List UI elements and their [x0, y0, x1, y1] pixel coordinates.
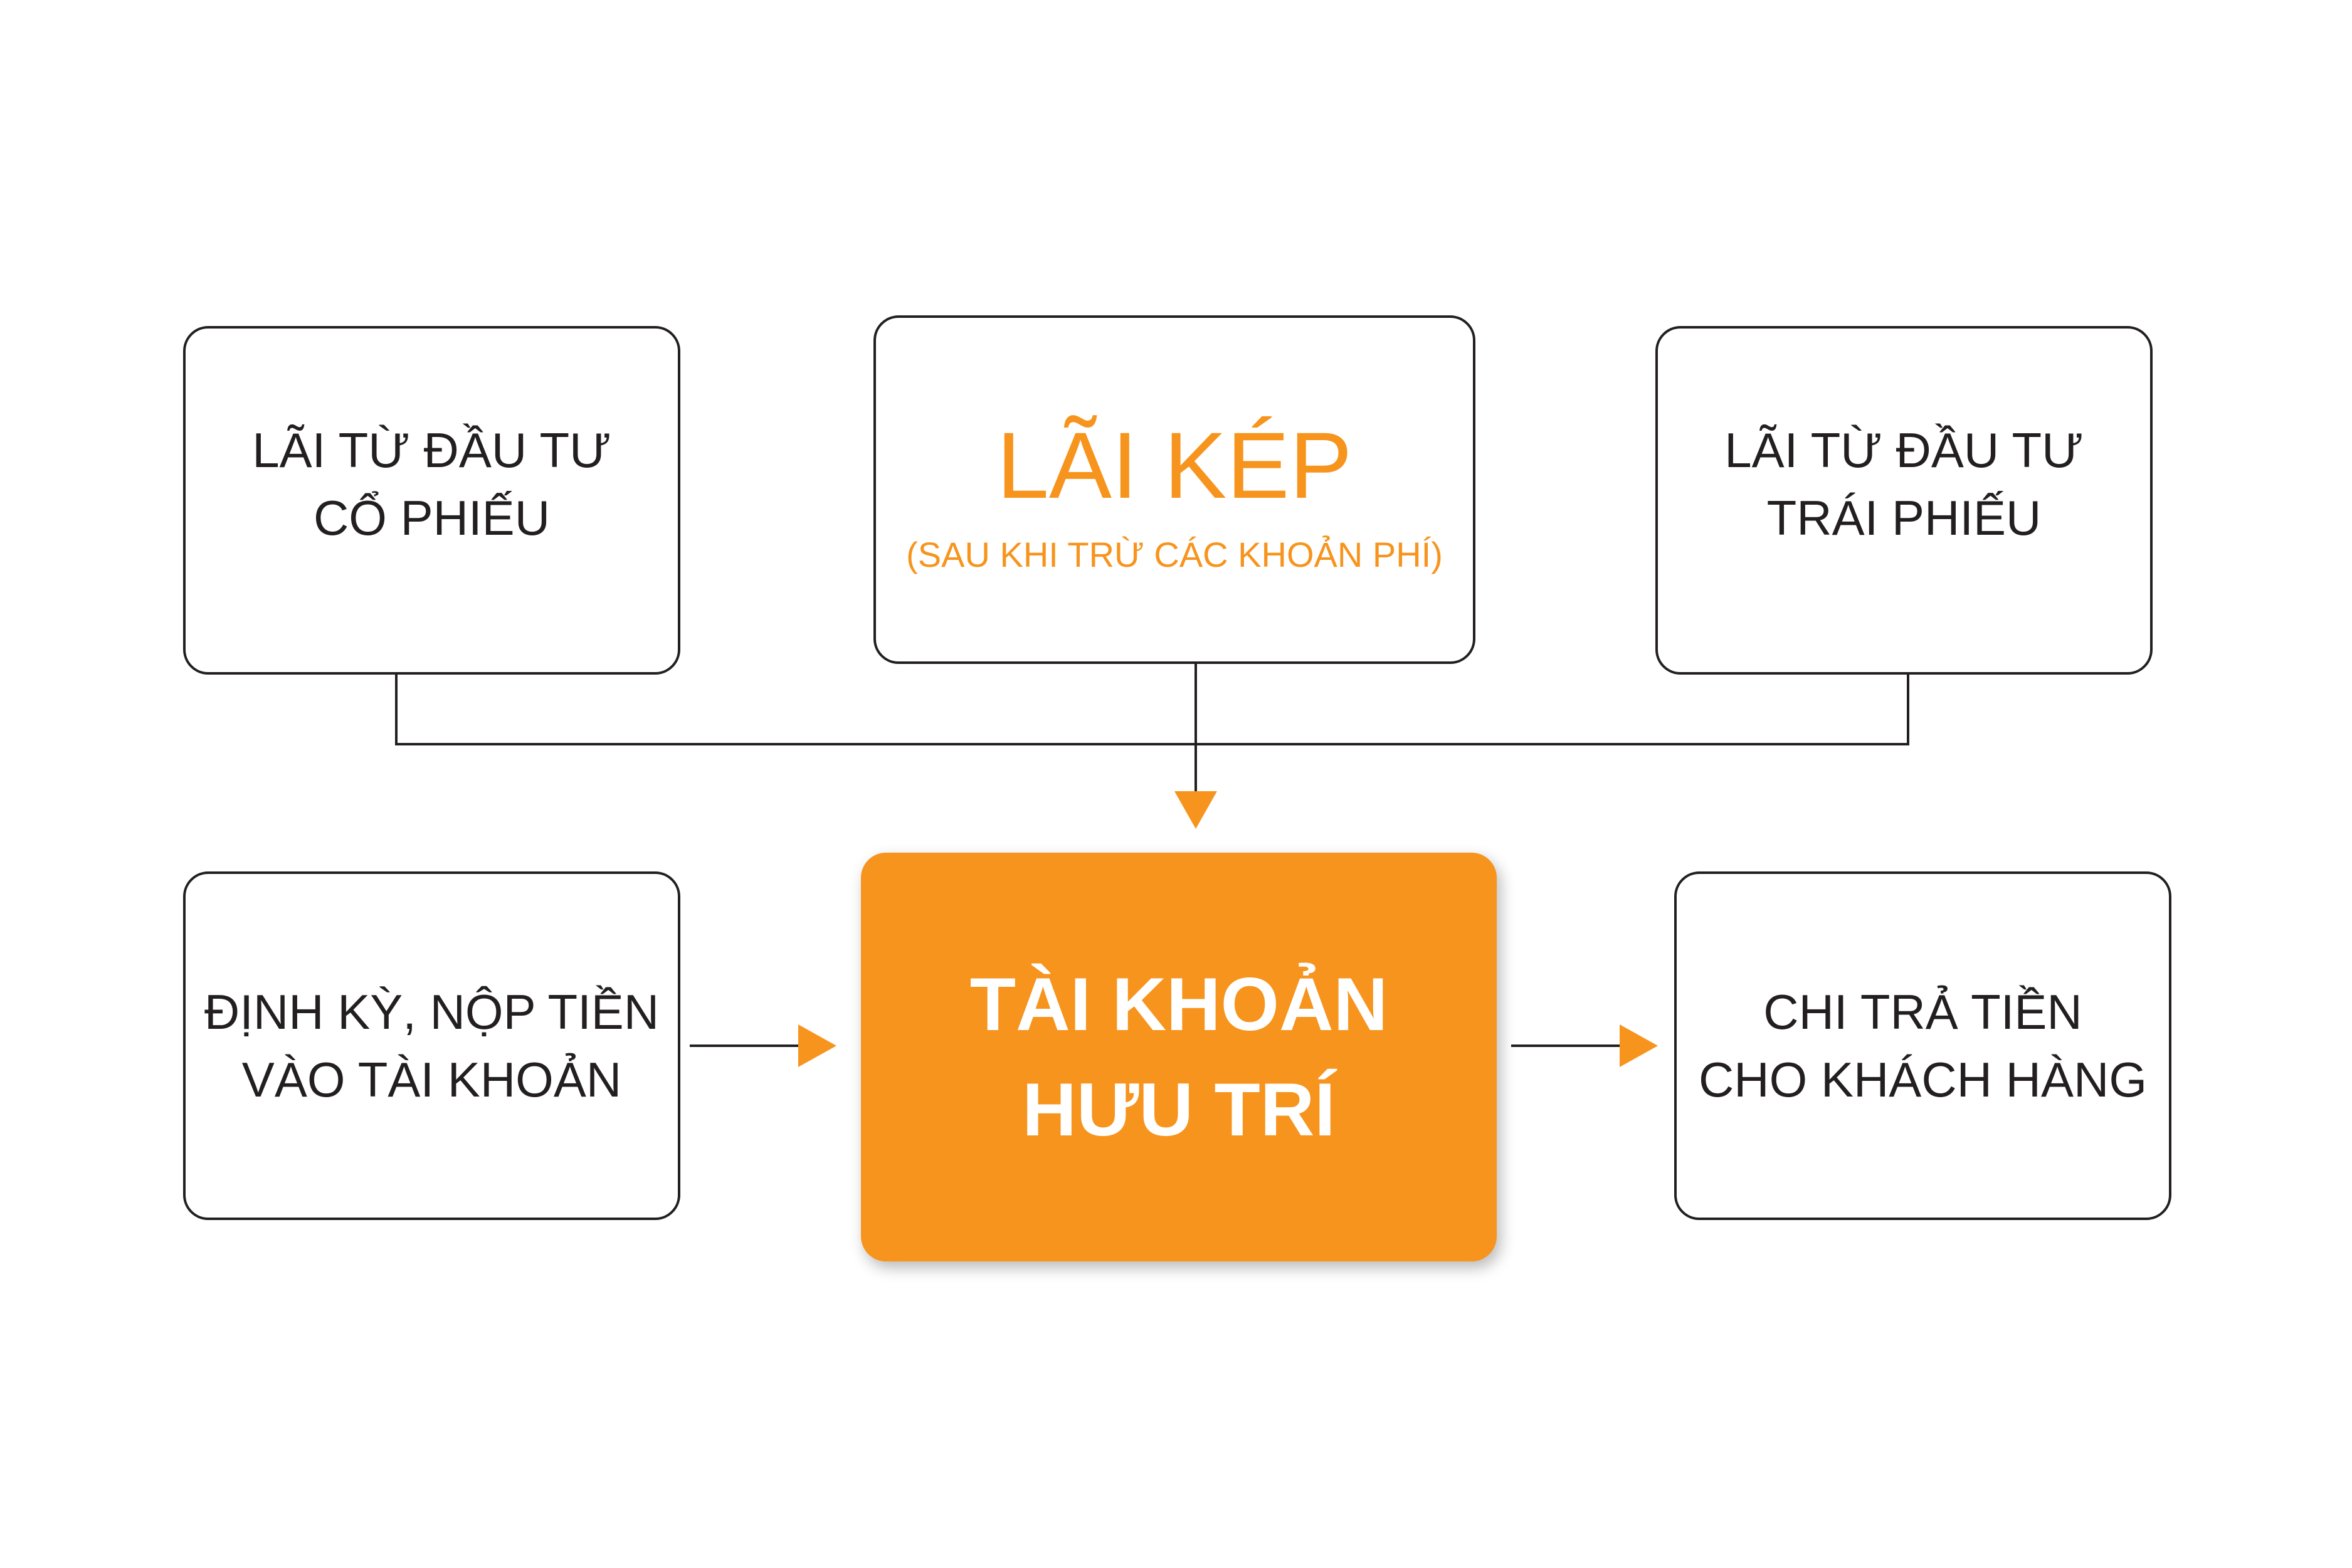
- arrowhead-right-icon: [1620, 1024, 1658, 1067]
- node-bond-interest-line1: LÃI TỪ ĐẦU TƯ: [1724, 423, 2084, 478]
- node-compound-interest: LÃI KÉP (SAU KHI TRỪ CÁC KHOẢN PHÍ): [873, 315, 1475, 664]
- arrowhead-down-icon: [1174, 791, 1217, 829]
- node-compound-interest-title: LÃI KÉP: [996, 413, 1353, 518]
- node-bond-interest: LÃI TỪ ĐẦU TƯ TRÁI PHIẾU: [1655, 326, 2153, 675]
- node-periodic-deposit-line2: VÀO TÀI KHOẢN: [241, 1052, 622, 1107]
- node-retirement-account-line2: HƯU TRÍ: [1022, 1068, 1336, 1152]
- node-customer-payout: CHI TRẢ TIỀN CHO KHÁCH HÀNG: [1674, 871, 2171, 1220]
- node-bond-interest-line2: TRÁI PHIẾU: [1766, 490, 2042, 545]
- node-retirement-account: TÀI KHOẢN HƯU TRÍ: [861, 853, 1497, 1261]
- node-periodic-deposit: ĐỊNH KỲ, NỘP TIỀN VÀO TÀI KHOẢN: [183, 871, 680, 1220]
- node-customer-payout-line2: CHO KHÁCH HÀNG: [1698, 1052, 2148, 1107]
- node-periodic-deposit-line1: ĐỊNH KỲ, NỘP TIỀN: [204, 984, 660, 1039]
- node-stock-interest: LÃI TỪ ĐẦU TƯ CỔ PHIẾU: [183, 326, 680, 675]
- arrowhead-right-icon: [798, 1024, 836, 1067]
- node-customer-payout-line1: CHI TRẢ TIỀN: [1763, 984, 2082, 1039]
- node-stock-interest-line1: LÃI TỪ ĐẦU TƯ: [252, 423, 611, 478]
- node-compound-interest-subtitle: (SAU KHI TRỪ CÁC KHOẢN PHÍ): [906, 535, 1443, 574]
- node-retirement-account-line1: TÀI KHOẢN: [969, 962, 1388, 1046]
- node-stock-interest-line2: CỔ PHIẾU: [313, 490, 551, 545]
